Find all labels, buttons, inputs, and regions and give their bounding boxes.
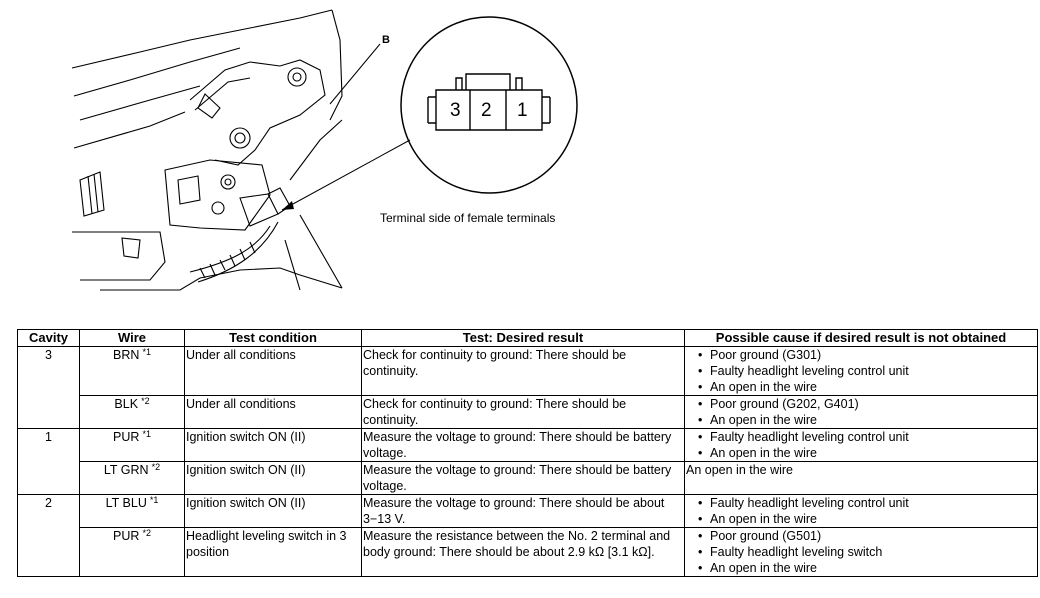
magnified-connector-view [400,16,578,194]
wire-footnote: *1 [142,347,151,357]
headlight-leveling-unit-illustration: 3 2 1 [71,9,578,291]
desired-result-cell: Measure the voltage to ground: There sho… [361,461,685,495]
wire-footnote: *2 [142,528,151,538]
wire-cell: PUR*1 [79,428,185,462]
possible-cause-cell: Poor ground (G202, G401)An open in the w… [684,395,1038,429]
cause-item: Faulty headlight leveling control unit [698,495,1036,511]
test-condition-cell: Headlight leveling switch in 3 position [184,527,362,577]
wire-color: PUR [113,529,140,543]
cause-item: An open in the wire [698,445,1036,461]
cause-item: An open in the wire [698,412,1036,428]
cavity-cell: 2 [17,494,80,577]
cause-list: Poor ground (G301)Faulty headlight level… [686,347,1036,395]
desired-result-cell: Check for continuity to ground: There sh… [361,395,685,429]
wire-cell: BLK*2 [79,395,185,429]
wire-cell: PUR*2 [79,527,185,577]
cause-list: Poor ground (G501)Faulty headlight level… [686,528,1036,576]
cause-item: Faulty headlight leveling control unit [698,363,1036,379]
possible-cause-cell: Faulty headlight leveling control unitAn… [684,494,1038,528]
cause-item: Poor ground (G301) [698,347,1036,363]
figure-caption: Terminal side of female terminals [380,211,556,225]
wire-color: LT GRN [103,463,149,477]
wire-cell: LT GRN*2 [79,461,185,495]
test-condition-cell: Under all conditions [184,395,362,429]
callout-label-b: B [382,34,390,46]
wire-color: BLK [114,397,139,411]
cause-item: Faulty headlight leveling control unit [698,429,1036,445]
wire-footnote: *1 [142,429,151,439]
desired-result-cell: Measure the voltage to ground: There sho… [361,494,685,528]
header-cavity: Cavity [17,329,80,347]
cavity-cell: 3 [17,346,80,429]
wire-cell: BRN*1 [79,346,185,396]
wire-cell: LT BLU*1 [79,494,185,528]
wire-footnote: *2 [151,462,161,472]
wire-color: BRN [113,348,140,362]
test-condition-cell: Ignition switch ON (II) [184,461,362,495]
possible-cause-cell: Poor ground (G301)Faulty headlight level… [684,346,1038,396]
possible-cause-cell: Poor ground (G501)Faulty headlight level… [684,527,1038,577]
test-condition-cell: Ignition switch ON (II) [184,428,362,462]
cause-list: Poor ground (G202, G401)An open in the w… [686,396,1036,428]
header-desired-result: Test: Desired result [361,329,685,347]
cause-item: Poor ground (G202, G401) [698,396,1036,412]
test-condition-cell: Under all conditions [184,346,362,396]
cause-item: An open in the wire [698,511,1036,527]
vehicle-assembly-drawing [71,9,343,291]
header-test-condition: Test condition [184,329,362,347]
cause-item: An open in the wire [698,379,1036,395]
possible-cause-cell: Faulty headlight leveling control unitAn… [684,428,1038,462]
cavity-cell: 1 [17,428,80,495]
cause-item: An open in the wire [698,560,1036,576]
cause-list: Faulty headlight leveling control unitAn… [686,429,1036,461]
connector-face [427,73,551,131]
wire-color: LT BLU [105,496,147,510]
desired-result-cell: Check for continuity to ground: There sh… [361,346,685,396]
cause-list: Faulty headlight leveling control unitAn… [686,495,1036,527]
connector-test-table: Cavity Wire Test condition Test: Desired… [17,329,1038,577]
wire-color: PUR [113,430,140,444]
wire-footnote: *2 [141,396,150,406]
pin-label-3: 3 [450,100,461,121]
test-condition-cell: Ignition switch ON (II) [184,494,362,528]
header-wire: Wire [79,329,185,347]
wire-footnote: *1 [149,495,159,505]
pin-label-2: 2 [481,100,492,121]
desired-result-cell: Measure the resistance between the No. 2… [361,527,685,577]
cause-item: Poor ground (G501) [698,528,1036,544]
cause-item: Faulty headlight leveling switch [698,544,1036,560]
pin-label-1: 1 [517,100,528,121]
table-header-row: Cavity Wire Test condition Test: Desired… [17,329,1038,347]
possible-cause-cell: An open in the wire [684,461,1038,495]
header-possible-cause: Possible cause if desired result is not … [684,329,1038,347]
desired-result-cell: Measure the voltage to ground: There sho… [361,428,685,462]
